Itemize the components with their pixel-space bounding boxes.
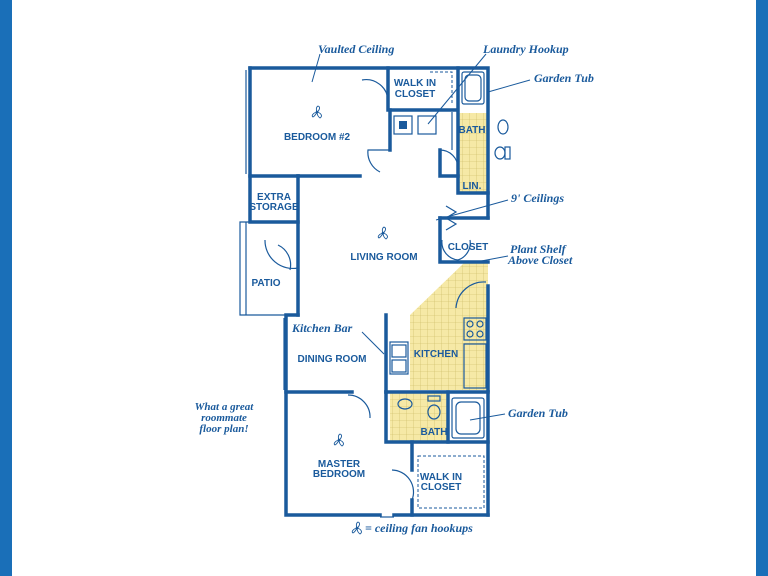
toilet-icon — [494, 146, 511, 160]
kitchen-sink-icon — [389, 341, 409, 375]
linen-tile — [458, 165, 488, 193]
bath-top-tile — [458, 113, 488, 165]
interior-walls — [296, 66, 490, 517]
patio-outline — [239, 70, 394, 518]
stove-icon — [463, 317, 487, 341]
annotation-kitchen-bar: Kitchen Bar — [291, 321, 353, 335]
annotation-leaders — [311, 53, 531, 421]
room-label-extra-2: STORAGE — [249, 202, 299, 213]
refrigerator-icon — [463, 343, 487, 389]
kitchen-tile — [410, 262, 488, 390]
annotation-9-ceilings: 9' Ceilings — [511, 191, 564, 205]
bathtub-icon — [461, 71, 485, 105]
annotation-plant-shelf-2: Above Closet — [507, 253, 573, 267]
tagline-line-1: What a great — [195, 401, 255, 413]
bottom-sink-icon — [397, 398, 413, 410]
ceiling-fan-icon — [311, 105, 322, 119]
left-brand-bar — [0, 0, 12, 576]
room-label-master-2: BEDROOM — [313, 469, 365, 480]
room-label-dining: DINING ROOM — [298, 354, 367, 365]
room-label-walkin-top-2: CLOSET — [395, 89, 436, 100]
legend-text: = ceiling fan hookups — [365, 521, 473, 535]
ceiling-fan-icon — [377, 226, 388, 240]
room-label-walkin-bottom-2: CLOSET — [421, 482, 462, 493]
legend-fan-icon — [351, 521, 362, 535]
room-label-walkin-bottom-1: WALK IN — [420, 472, 462, 483]
bottom-toilet-icon — [427, 395, 441, 420]
room-label-closet: CLOSET — [448, 242, 489, 253]
walkin-bottom-shelf — [417, 455, 485, 509]
laundry-hookup-icon — [393, 115, 437, 135]
tagline-line-3: floor plan! — [199, 423, 248, 435]
plant-shelf-mark — [444, 205, 458, 231]
room-label-bath-top: BATH — [458, 125, 485, 136]
room-label-patio: PATIO — [251, 278, 280, 289]
room-label-living: LIVING ROOM — [350, 252, 417, 263]
door-swings — [264, 79, 487, 501]
tagline-line-2: roommate — [201, 412, 247, 424]
room-label-bath-bottom: BATH — [420, 427, 447, 438]
walkin-top-shelf — [430, 71, 453, 104]
annotation-garden-tub-top: Garden Tub — [534, 71, 594, 85]
ceiling-fan-icon — [333, 433, 344, 447]
room-label-bedroom2: BEDROOM #2 — [284, 132, 351, 143]
room-label-kitchen: KITCHEN — [414, 349, 458, 360]
annotation-garden-tub-bottom: Garden Tub — [508, 406, 568, 420]
room-label-master-1: MASTER — [318, 459, 361, 470]
room-label-extra-1: EXTRA — [257, 192, 291, 203]
room-label-linen: LIN. — [463, 181, 482, 192]
annotation-vaulted-ceiling: Vaulted Ceiling — [318, 42, 394, 56]
sink-icon — [497, 119, 509, 135]
annotation-plant-shelf-1: Plant Shelf — [510, 242, 567, 256]
room-label-walkin-top-1: WALK IN — [394, 78, 436, 89]
annotation-laundry-hookup: Laundry Hookup — [482, 42, 569, 56]
right-brand-bar — [756, 0, 768, 576]
